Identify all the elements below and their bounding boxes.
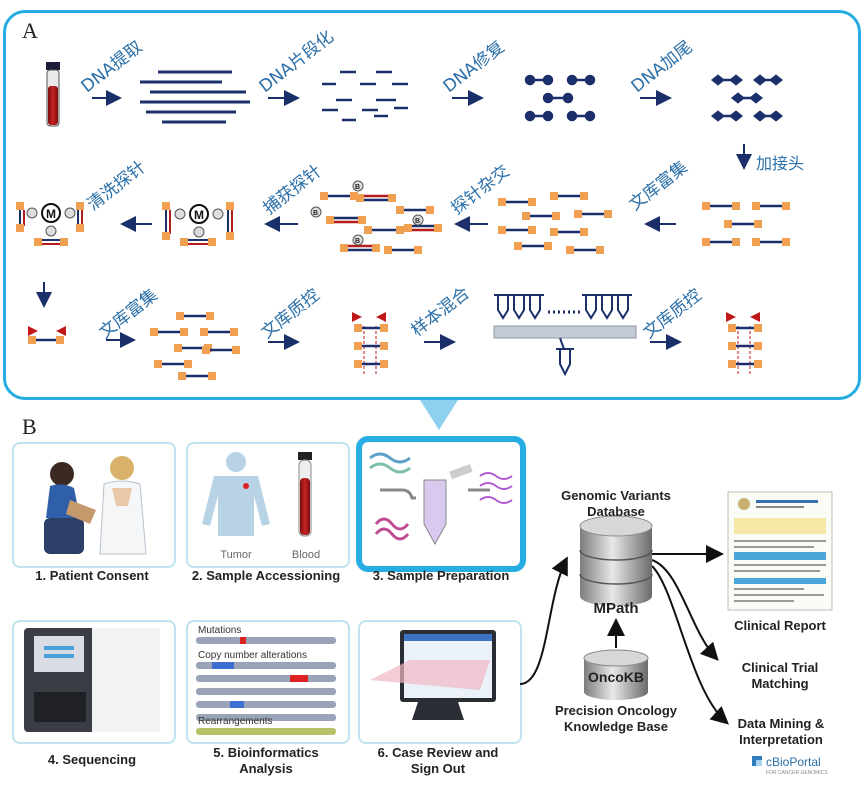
- pool-trough: [493, 325, 637, 339]
- blood-label: Blood: [292, 549, 320, 561]
- patient-and-doctor-illustration: [44, 456, 147, 555]
- clinical-report-document: [727, 491, 833, 611]
- sample-prep-illustration: [369, 452, 513, 546]
- probe-hybridized-library: [320, 192, 442, 254]
- biotin-tags: [310, 180, 424, 246]
- dna-long-strands: [140, 70, 250, 124]
- tumor-label: Tumor: [220, 549, 252, 561]
- arrow-to-trial-matching: [651, 559, 719, 661]
- caption-patient-consent: 1. Patient Consent: [35, 568, 149, 583]
- caption-sample-preparation: 3. Sample Preparation: [372, 568, 510, 583]
- dna-repaired-fragments: [524, 74, 596, 122]
- output-data-mining: Data Mining & Interpretation: [737, 716, 825, 747]
- biotin-label: B: [415, 218, 420, 225]
- washed-bead-complex: [16, 202, 84, 246]
- cna-label: Copy number alterations: [198, 650, 307, 661]
- oncokb-caption: Precision Oncology Knowledge Base: [554, 703, 678, 734]
- caption-sequencing: 4. Sequencing: [47, 752, 137, 767]
- enriched-library-many: [498, 192, 612, 254]
- captured-fragment-with-primers: [28, 326, 66, 344]
- cbioportal-logo-icon: [752, 756, 762, 766]
- panel-b-letter: B: [22, 414, 37, 439]
- blood-tube-icon: [298, 452, 312, 537]
- caption-case-review: 6. Case Review and Sign Out: [377, 745, 499, 776]
- mpath-label: MPath: [593, 600, 639, 617]
- streptavidin-bead-complex: [162, 202, 234, 246]
- arrow-to-data-mining: [651, 565, 729, 725]
- step-add-adapter: 加接头: [756, 154, 805, 173]
- pooled-tube-icon: [556, 348, 574, 377]
- panel-a-frame: [3, 10, 861, 400]
- oncokb-cylinder-icon: [583, 649, 649, 700]
- tumor-body-illustration: [202, 452, 270, 536]
- database-cylinder-icon: [579, 515, 653, 606]
- biotin-label: B: [355, 238, 360, 245]
- monitor-illustration: [370, 630, 496, 720]
- box-patient-consent: [12, 442, 176, 568]
- database-title: Genomic Variants Database: [561, 488, 671, 519]
- biotin-label: B: [355, 184, 360, 191]
- rearrangements-label: Rearrangements: [198, 716, 272, 727]
- arrow-to-database: [519, 556, 568, 685]
- qc-gel-icon-1: [352, 312, 388, 374]
- bead-label: M: [194, 208, 204, 222]
- bead-label: M: [46, 207, 56, 221]
- cbioportal-name: cBioPortal: [766, 755, 821, 769]
- sequencer-illustration: [24, 628, 160, 732]
- mutations-label: Mutations: [198, 625, 241, 636]
- zoom-pointer-triangle: [420, 400, 458, 430]
- adapter-ligated-library: [702, 202, 790, 246]
- dna-fragments: [322, 70, 408, 122]
- oncokb-logo: OncoKB: [588, 669, 644, 685]
- qc-gel-icon-2: [726, 312, 762, 374]
- caption-sample-accessioning: 2. Sample Accessioning: [191, 568, 341, 583]
- sample-pool-tubes-icon: [494, 294, 632, 320]
- blood-tube-icon: [46, 62, 60, 127]
- chromosome-tracks: [196, 637, 336, 735]
- dna-a-tailed-fragments: [710, 74, 784, 122]
- biotin-label: B: [313, 210, 318, 217]
- output-trial-matching: Clinical Trial Matching: [741, 660, 819, 691]
- caption-bioinformatics: 5. Bioinformatics Analysis: [213, 745, 319, 776]
- panel-a-letter: A: [22, 18, 38, 43]
- cbioportal-tagline: FOR CANCER GENOMICS: [766, 770, 828, 776]
- output-clinical-report: Clinical Report: [734, 618, 826, 633]
- enriched-library-2: [150, 312, 240, 380]
